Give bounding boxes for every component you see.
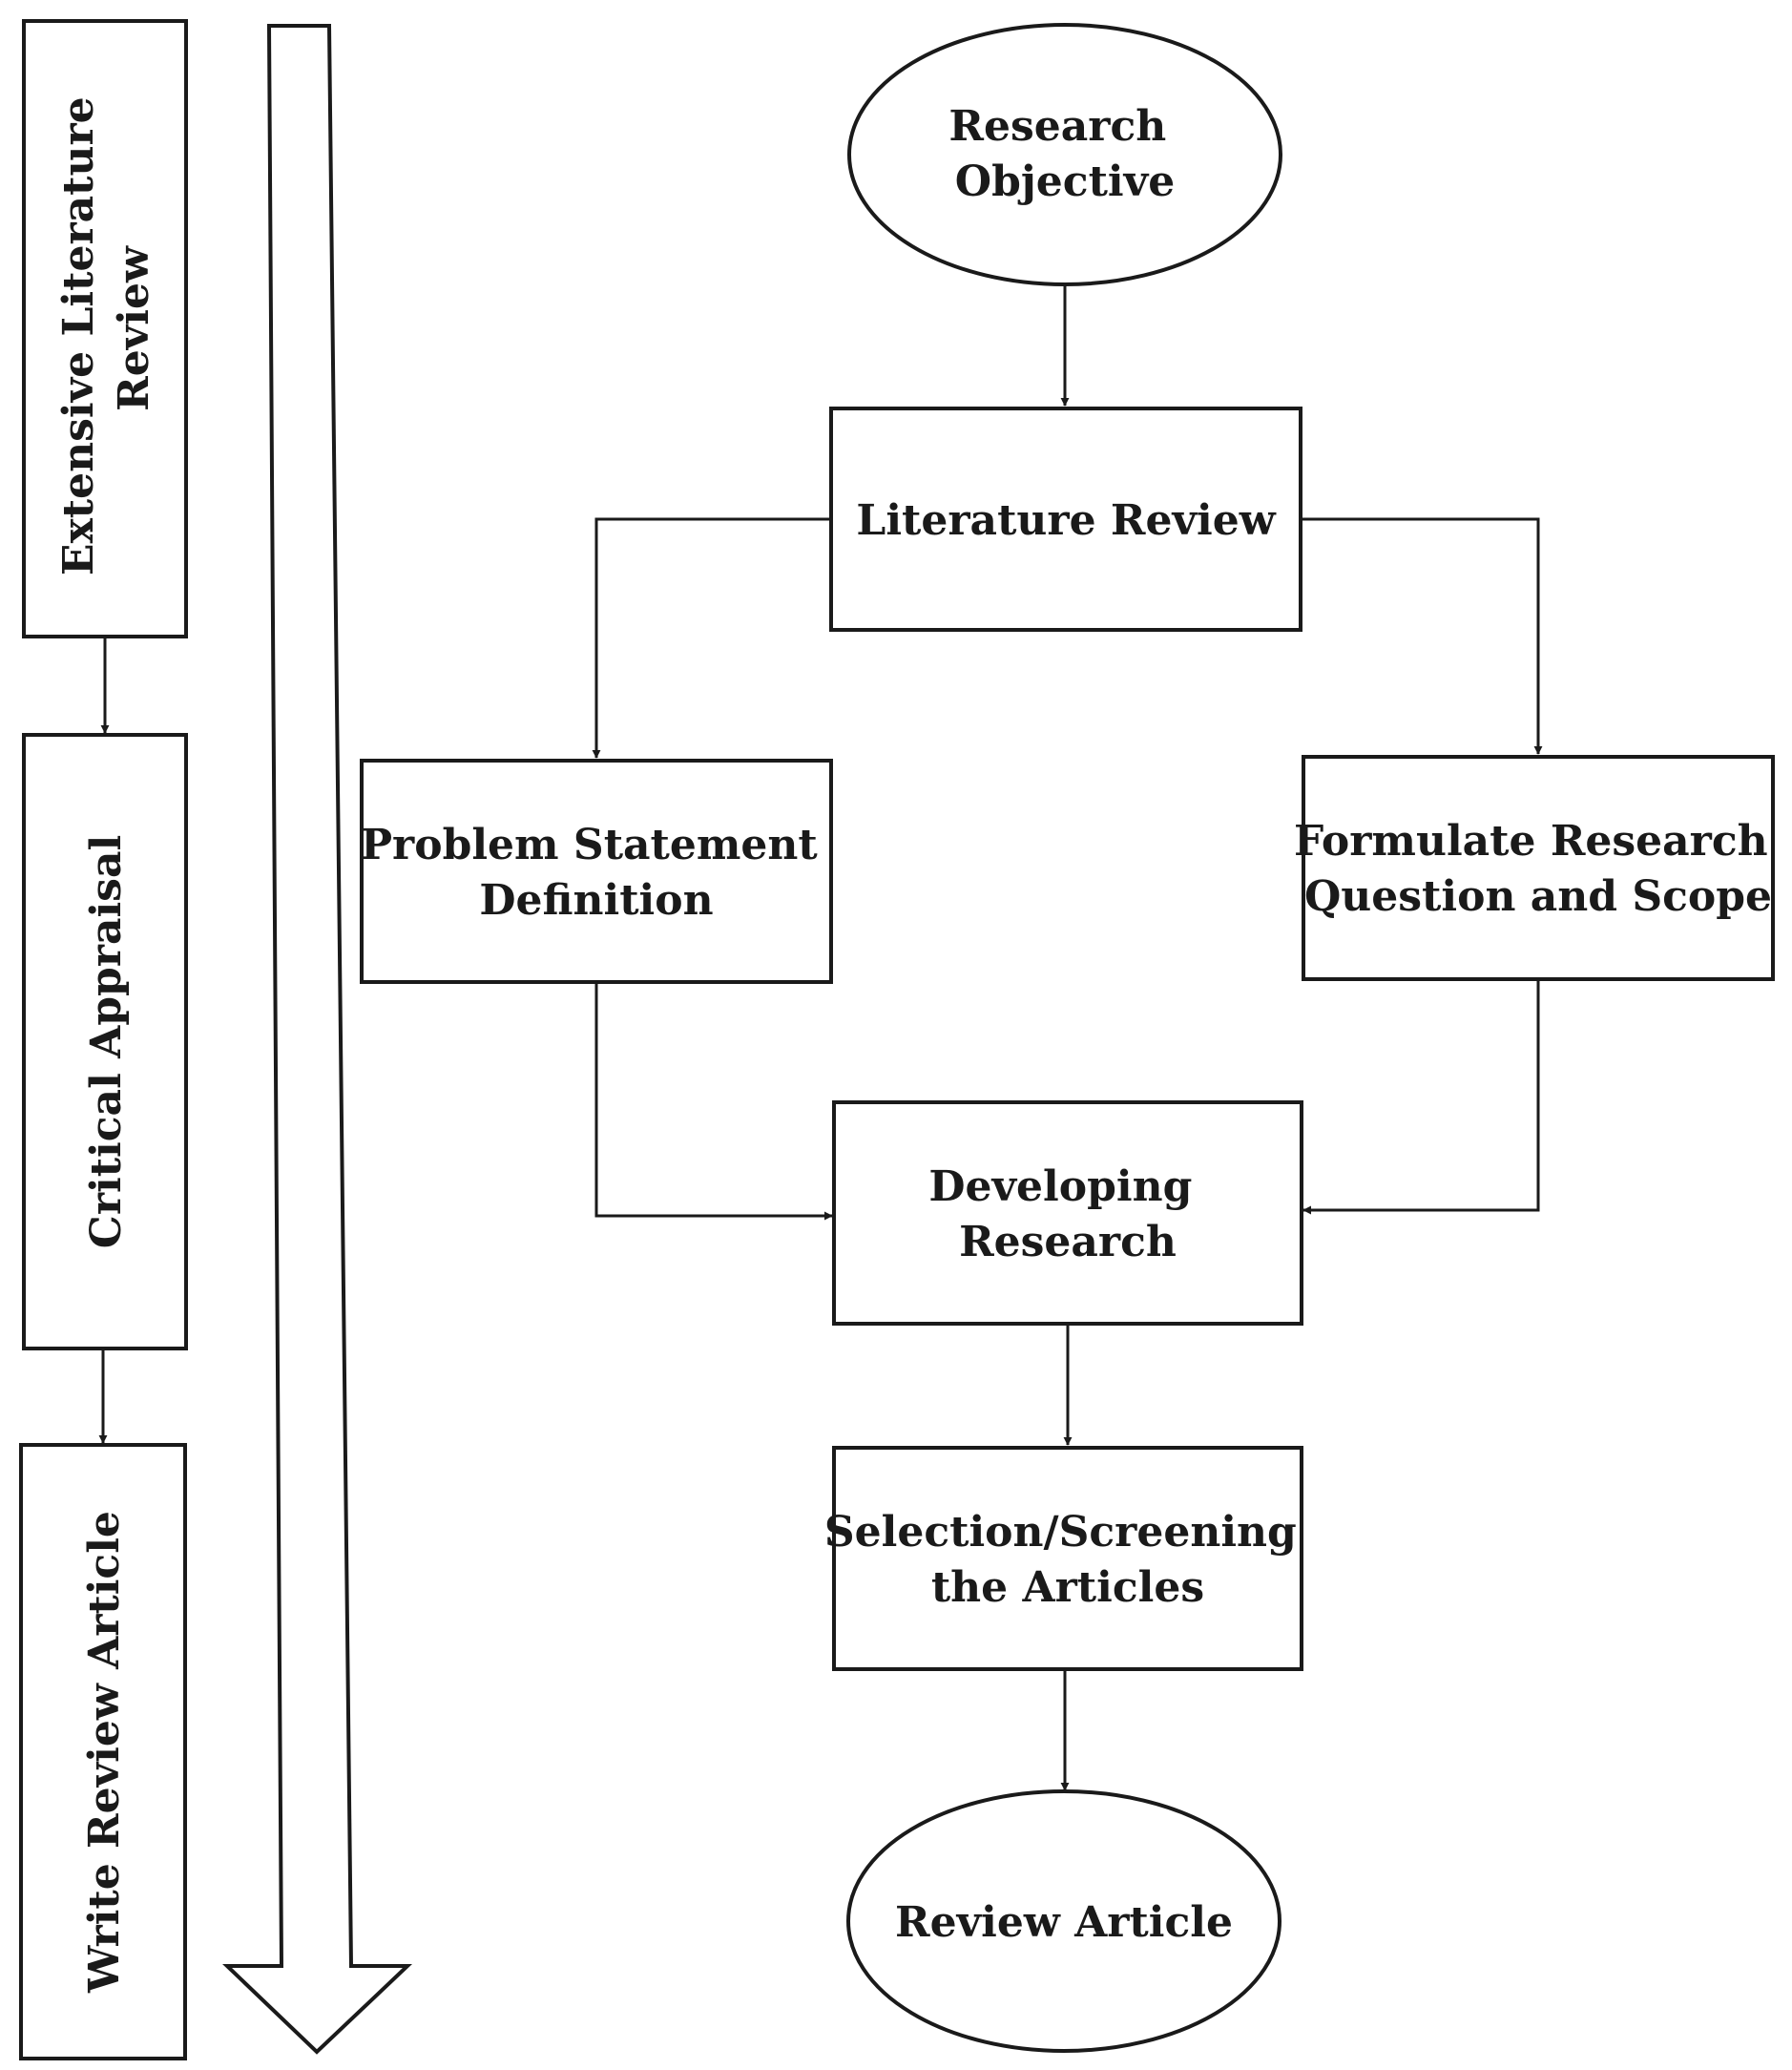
phase-label: Write Review Article	[80, 1511, 129, 1994]
node-label: Literature Review	[856, 496, 1276, 545]
phase-label-line: Critical Appraisal	[82, 835, 131, 1248]
node-label: Review Article	[895, 1898, 1233, 1947]
phase-label-line: Extensive Literature	[54, 96, 103, 575]
node-label: Selection/Screening the Articles	[824, 1508, 1311, 1612]
phase-write-review-article: Write Review Article	[19, 1443, 187, 2060]
ellipse-shape	[847, 23, 1282, 286]
phase-label: Critical Appraisal	[82, 835, 131, 1248]
box-shape	[360, 759, 833, 984]
phase-box	[22, 19, 188, 638]
node-developing-research: Developing Research	[832, 1100, 1303, 1326]
node-label: Research Objective	[948, 102, 1180, 206]
node-label: Problem Statement Definition	[361, 821, 832, 925]
connector-literature-to-formulate	[1301, 517, 1543, 755]
node-formulate-research-question: Formulate Research Question and Scope	[1294, 755, 1782, 981]
phase-box	[22, 733, 188, 1350]
connector-literature-to-problem	[592, 517, 831, 759]
node-problem-statement-definition: Problem Statement Definition	[360, 759, 833, 984]
node-label-line: Question and Scope	[1304, 872, 1772, 921]
phase-critical-appraisal: Critical Appraisal	[22, 733, 188, 1350]
box-shape	[829, 407, 1302, 632]
ellipse-shape	[846, 1789, 1281, 2053]
box-shape	[832, 1100, 1303, 1326]
node-label-line: Research	[948, 102, 1166, 151]
node-label-line: Formulate Research	[1294, 817, 1768, 866]
phase-label-line: Review	[110, 245, 158, 411]
node-label: Developing Research	[928, 1162, 1206, 1266]
node-label-line: Research	[959, 1218, 1177, 1266]
phase-extensive-literature-review: Extensive Literature Review	[22, 19, 188, 638]
node-label-line: Literature Review	[856, 496, 1276, 545]
phase-label-line: Write Review Article	[80, 1511, 129, 1994]
progress-arrow	[222, 24, 413, 2055]
node-label-line: Selection/Screening	[824, 1508, 1297, 1557]
box-shape	[1302, 755, 1775, 981]
node-label-line: Review Article	[895, 1898, 1233, 1947]
node-label-line: the Articles	[931, 1563, 1204, 1612]
node-label-line: Definition	[479, 876, 713, 925]
node-label: Formulate Research Question and Scope	[1294, 817, 1782, 921]
node-review-article: Review Article	[846, 1789, 1281, 2053]
node-selection-screening: Selection/Screening the Articles	[824, 1446, 1311, 1671]
phase-box	[19, 1443, 187, 2060]
phase-label: Extensive Literature Review	[54, 82, 158, 575]
node-literature-review: Literature Review	[829, 407, 1302, 632]
node-label-line: Problem Statement	[361, 821, 818, 869]
node-label-line: Developing	[928, 1162, 1192, 1211]
box-shape	[832, 1446, 1303, 1671]
connector-problem-to-developing	[594, 982, 833, 1221]
connector-formulate-to-developing	[1302, 979, 1540, 1215]
node-research-objective: Research Objective	[847, 23, 1282, 286]
node-label-line: Objective	[955, 157, 1175, 206]
